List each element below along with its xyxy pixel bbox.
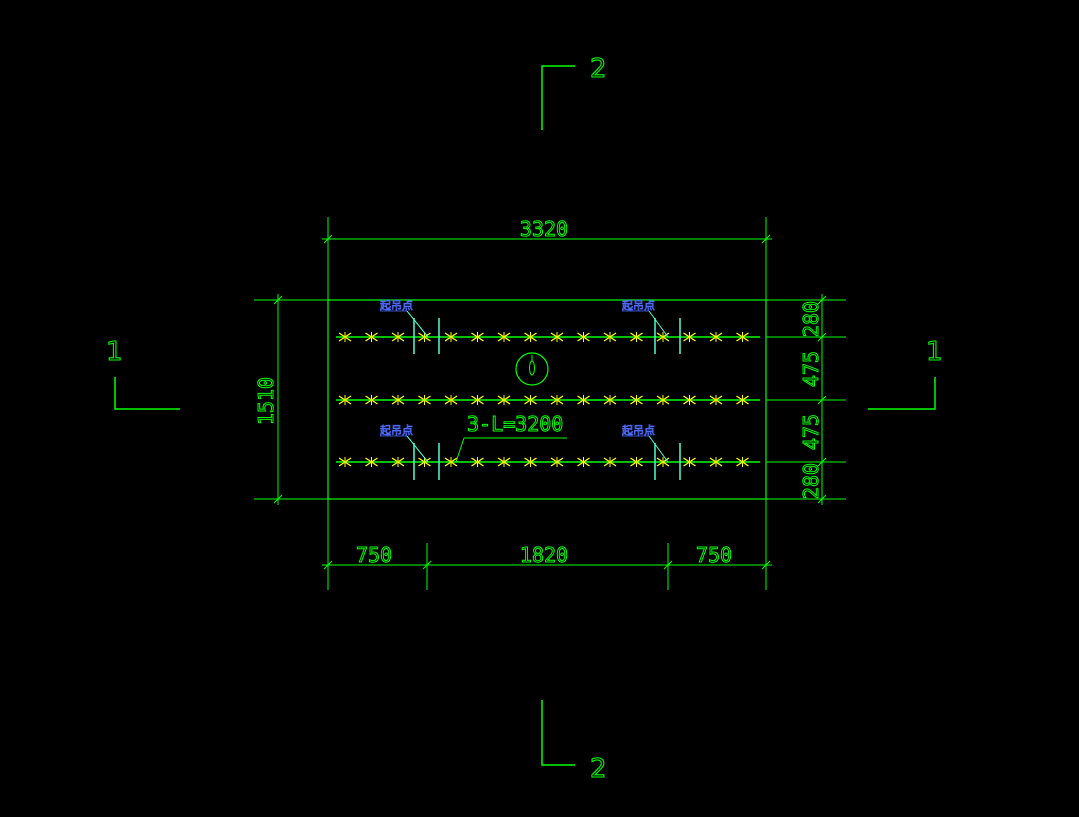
rebar-marker: [656, 332, 670, 342]
rebar-marker: [444, 395, 458, 405]
rebar-marker: [497, 332, 511, 342]
rebar-marker: [550, 457, 564, 467]
rebar-marker: [683, 395, 696, 405]
rebar-marker: [709, 457, 723, 467]
rebar-marker: [418, 332, 431, 342]
dim-bottom-center: 1820: [520, 543, 568, 567]
section-mark-left: 1: [105, 336, 180, 410]
dim-right-top: 280: [799, 301, 823, 337]
extension-lines: [254, 217, 846, 590]
rebar-marker: [603, 395, 617, 405]
dim-bottom-right: 750: [696, 543, 732, 567]
rebar-marker: [709, 332, 723, 342]
rebar-marker: [365, 395, 378, 405]
rebar-marker: [683, 457, 696, 467]
rebar-marker: [550, 332, 564, 342]
rebar-marker: [524, 332, 537, 342]
lifting-point-bottom-right: 起吊点: [622, 424, 681, 480]
rebar-marker: [577, 332, 590, 342]
rebar-marker: [736, 395, 749, 405]
rebar-marker: [338, 395, 352, 405]
center-mark: [515, 352, 549, 386]
rebar-marker: [630, 395, 643, 405]
rebar-marker: [630, 457, 643, 467]
rebar-marker: [418, 395, 431, 405]
rebar-marker: [444, 457, 458, 467]
dim-overall-width: 1510: [254, 377, 278, 425]
rebar-marker: [391, 332, 405, 342]
rebar-marker: [365, 457, 378, 467]
rebar-marker: [577, 457, 590, 467]
rebar-marker: [497, 395, 511, 405]
dim-right-bottom: 280: [799, 463, 823, 499]
dim-overall-length: 3320: [520, 217, 568, 241]
rebar-marker: [709, 395, 723, 405]
lifting-label: 起吊点: [380, 424, 413, 437]
rebar-marker: [471, 457, 484, 467]
rebar-marker: [338, 332, 352, 342]
lifting-point-top-left: 起吊点: [380, 299, 440, 354]
dimension-lines: [273, 234, 827, 570]
section-mark-bottom-label: 2: [590, 754, 607, 784]
dim-right-upper-mid: 475: [799, 351, 823, 387]
rebar-marker: [391, 457, 405, 467]
rebar-marker: [683, 332, 696, 342]
rebar-callout-text: 3-L=3200: [467, 412, 563, 436]
rebar-marker: [418, 457, 431, 467]
section-mark-right: 1: [868, 336, 943, 410]
rebar-marker: [550, 395, 564, 405]
rebar-marker: [524, 395, 537, 405]
rebar-marker: [524, 457, 537, 467]
section-mark-bottom: 2: [541, 700, 607, 785]
lifting-point-bottom-left: 起吊点: [380, 424, 440, 480]
rebar-marker: [338, 457, 352, 467]
rebar-marker: [391, 395, 405, 405]
rebar-marker: [736, 457, 749, 467]
lifting-label: 起吊点: [622, 424, 655, 437]
section-mark-right-label: 1: [926, 337, 943, 367]
rebar-marker: [444, 332, 458, 342]
lifting-point-top-right: 起吊点: [622, 299, 681, 354]
rebar-rows: [336, 332, 760, 467]
rebar-marker: [471, 332, 484, 342]
rebar-marker: [471, 395, 484, 405]
rebar-marker: [656, 457, 670, 467]
lifting-label: 起吊点: [380, 299, 413, 312]
rebar-marker: [497, 457, 511, 467]
dim-right-lower-mid: 475: [799, 414, 823, 450]
rebar-callout: 3-L=3200: [455, 412, 567, 463]
section-mark-left-label: 1: [106, 337, 123, 367]
section-mark-top-label: 2: [590, 54, 607, 84]
section-mark-top: 2: [541, 53, 607, 130]
rebar-marker: [736, 332, 749, 342]
rebar-marker: [603, 332, 617, 342]
rebar-marker: [365, 332, 378, 342]
lifting-points: 起吊点 起吊点 起吊点 起吊点: [380, 299, 681, 480]
rebar-marker: [603, 457, 617, 467]
lifting-label: 起吊点: [622, 299, 655, 312]
rebar-marker: [656, 395, 670, 405]
rebar-marker: [577, 395, 590, 405]
dim-bottom-left: 750: [356, 543, 392, 567]
rebar-marker: [630, 332, 643, 342]
